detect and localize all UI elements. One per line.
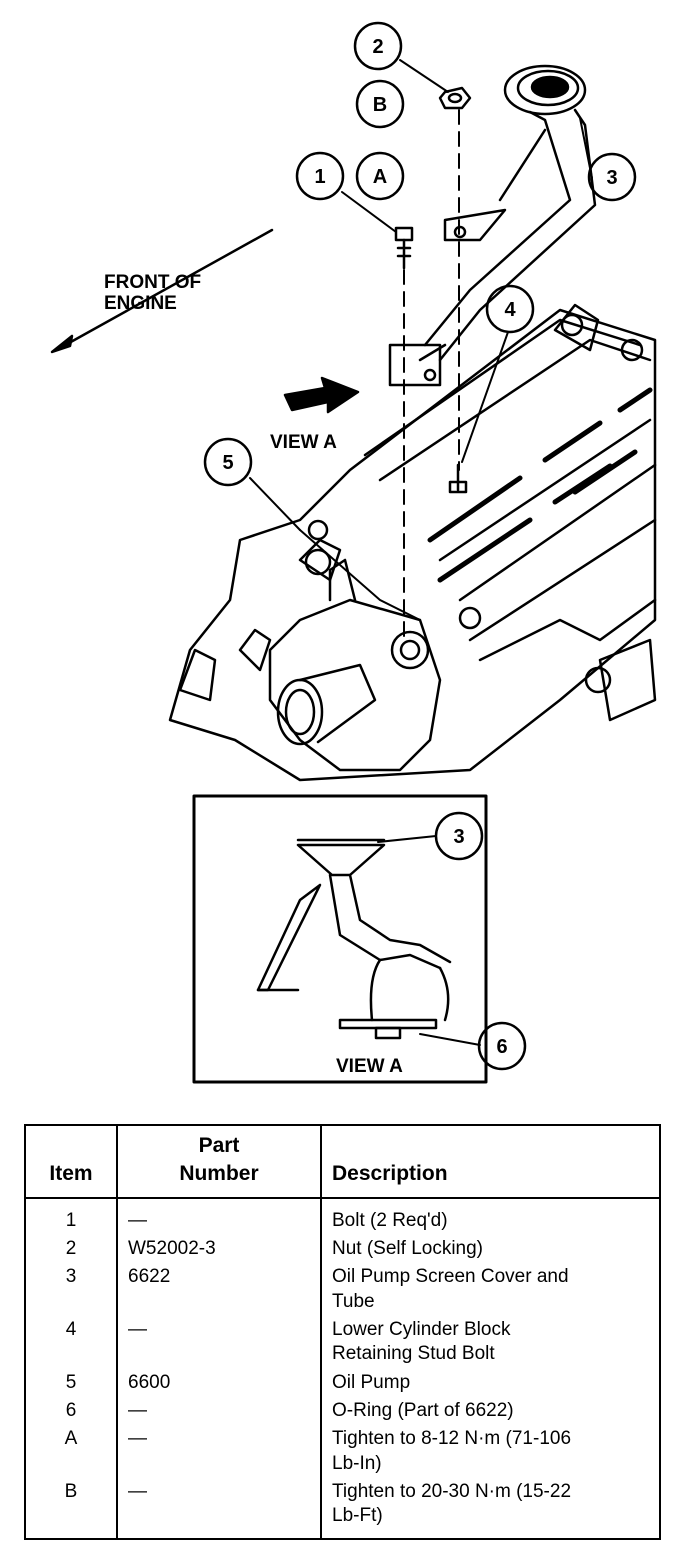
cell-part: 6600 [117,1369,322,1398]
cell-description: O-Ring (Part of 6622) [321,1398,660,1426]
cell-item: 1 [25,1197,118,1236]
front-of-engine-arrow [50,228,274,354]
desc-line1: Bolt (2 Req'd) [332,1209,448,1231]
header-description: Description [321,1125,660,1199]
cell-item: 6 [25,1397,118,1427]
bolt-item-1 [394,226,414,270]
header-item: Item [25,1125,118,1199]
table-row: 5 6600 Oil Pump [25,1369,660,1398]
callout-circle-5 [203,437,253,487]
table-row: A — Tighten to 8-12 N·m (71-106 Lb-In) [25,1426,660,1479]
callout-4-text: 4 [504,299,516,321]
view-a-inset-box [192,794,488,1084]
cell-description: Tighten to 20-30 N·m (15-22 Lb-Ft) [321,1479,660,1540]
cell-part: W52002-3 [117,1236,322,1265]
cell-item: B [25,1478,118,1540]
view-a-arrow [283,376,360,414]
oil-screen-tube [388,64,597,387]
cell-part: 6622 [117,1264,322,1317]
callout-2-text: 2 [372,36,383,58]
cell-part: — [117,1426,322,1479]
header-part-number: Part Number [117,1125,322,1199]
cell-part: — [117,1316,322,1370]
callout-3-text: 3 [606,167,617,189]
inset-callout-circle-3 [434,811,484,861]
desc-line1: Nut (Self Locking) [332,1238,484,1259]
leader-lines [249,59,593,621]
cell-part: — [117,1478,322,1540]
parts-table: Item Part Number Description 1 — Bolt (2… [24,1124,661,1541]
view-a-inset-label: VIEW A [336,1056,403,1077]
desc-line1: Tighten to 20-30 N·m (15-22 [332,1480,572,1502]
table-row: 6 — O-Ring (Part of 6622) [25,1397,660,1427]
cell-description: Tighten to 8-12 N·m (71-106 Lb-In) [321,1426,660,1479]
table-header-row: Item Part Number Description [25,1125,660,1199]
cell-part: — [117,1397,322,1427]
cell-item: 5 [25,1369,118,1398]
callout-circle-b [355,79,405,129]
front-of-engine-label-line2: ENGINE [104,293,177,314]
callout-circle-3 [587,152,637,202]
alignment-lines [403,109,460,641]
table-row: 2 W52002-3 Nut (Self Locking) [25,1236,660,1265]
callout-a-text: A [373,166,387,188]
callout-b-text: B [373,94,387,116]
desc-line2: Tube [332,1290,375,1312]
callout-circle-2 [353,21,403,71]
cell-item: 4 [25,1316,118,1370]
engine-block [168,303,657,782]
table-row: 1 — Bolt (2 Req'd) [25,1197,660,1236]
exploded-view-diagram: 1 A B 2 3 4 5 3 6 FRONT OF ENGINE VIEW A… [50,21,657,1084]
inset-callout-circle-6 [477,1021,527,1071]
table-row: B — Tighten to 20-30 N·m (15-22 Lb-Ft) [25,1478,660,1540]
callout-circle-1 [295,151,345,201]
front-of-engine-label-line1: FRONT OF [104,272,201,293]
desc-line2: Retaining Stud Bolt [332,1343,495,1365]
desc-line1: Oil Pump [332,1371,411,1393]
desc-line1: Tighten to 8-12 N·m (71-106 [332,1428,572,1450]
inset-callout-6-text: 6 [496,1036,507,1058]
cell-item: 2 [25,1236,118,1265]
desc-line1: Oil Pump Screen Cover and [332,1266,569,1288]
table-row: 3 6622 Oil Pump Screen Cover and Tube [25,1264,660,1317]
callout-1-text: 1 [314,166,325,188]
cell-item: A [25,1426,118,1479]
cell-part: — [117,1197,322,1236]
cell-item: 3 [25,1264,118,1317]
desc-line2: Lb-Ft) [332,1505,383,1527]
cell-description: Nut (Self Locking) [321,1236,660,1264]
cell-description: Lower Cylinder Block Retaining Stud Bolt [321,1317,660,1370]
callout-circle-4 [485,284,535,334]
table-row: 4 — Lower Cylinder Block Retaining Stud … [25,1316,660,1370]
cell-description: Bolt (2 Req'd) [321,1198,660,1236]
inset-leader-lines [377,835,481,1046]
callout-5-text: 5 [222,452,233,474]
callout-circle-a [355,151,405,201]
header-part-line2: Number [179,1162,259,1186]
desc-line1: O-Ring (Part of 6622) [332,1399,514,1421]
inset-screen-tube [256,838,452,1040]
oil-pump [268,558,442,772]
cell-description: Oil Pump Screen Cover and Tube [321,1264,660,1317]
desc-line2: Lb-In) [332,1452,382,1474]
inset-callout-3-text: 3 [453,826,464,848]
nut-item-2 [438,86,472,110]
view-a-main-label: VIEW A [270,432,337,453]
header-part-line1: Part [198,1134,240,1157]
desc-line1: Lower Cylinder Block [332,1318,511,1340]
cell-description: Oil Pump [321,1370,660,1398]
